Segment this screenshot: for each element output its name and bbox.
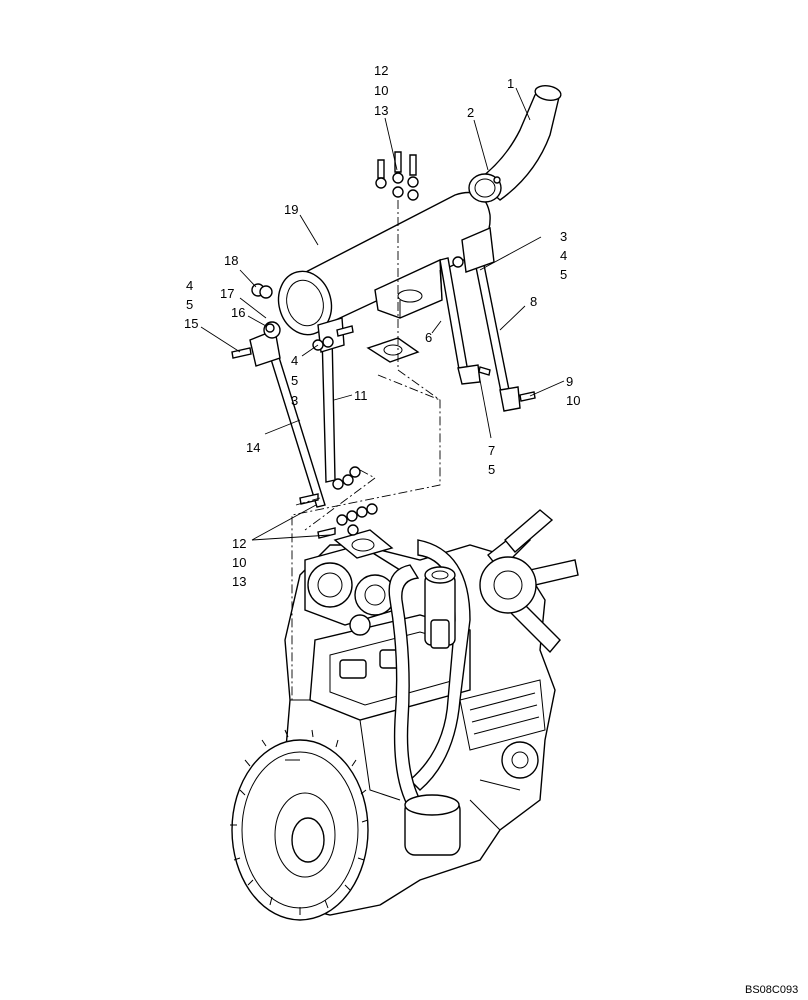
stay-6 [439, 257, 469, 376]
callout-8: 8 [530, 294, 537, 309]
callout-1: 1 [507, 76, 514, 91]
callout-5-lower: 5 [488, 462, 495, 477]
callout-3-right: 3 [560, 229, 567, 244]
callout-4-left: 4 [186, 278, 193, 293]
muffler-assembly [231, 85, 562, 539]
muffler-end [277, 270, 333, 336]
callout-10-bottom: 10 [232, 555, 246, 570]
callout-13-bottom: 13 [232, 574, 246, 589]
callout-17: 17 [220, 286, 234, 301]
callout-12-bottom: 12 [232, 536, 246, 551]
callout-12-top: 12 [374, 63, 388, 78]
engine-assembly [230, 509, 579, 921]
callout-4-right: 4 [560, 248, 567, 263]
callout-5-right: 5 [560, 267, 567, 282]
callout-16: 16 [231, 305, 245, 320]
stay-8 [474, 259, 511, 398]
callout-4-center: 4 [291, 353, 298, 368]
callout-14: 14 [246, 440, 260, 455]
exhaust-gasket [366, 337, 420, 363]
callout-10-right: 10 [566, 393, 580, 408]
callout-7: 7 [488, 443, 495, 458]
callout-6: 6 [425, 330, 432, 345]
callout-5-left: 5 [186, 297, 193, 312]
callout-19: 19 [284, 202, 298, 217]
callout-9: 9 [566, 374, 573, 389]
callout-15: 15 [184, 316, 198, 331]
assembly-phantom-lines [291, 200, 441, 700]
callout-18: 18 [224, 253, 238, 268]
callout-labels: 1 2 12 10 13 19 3 4 5 18 17 16 4 5 15 8 … [184, 63, 580, 589]
pipe-clamp [468, 173, 502, 203]
top-fasteners [375, 151, 419, 201]
drawing-code: BS08C093 [745, 984, 798, 996]
leader-lines [200, 87, 565, 541]
callout-13-top: 13 [374, 103, 388, 118]
callout-10-top: 10 [374, 83, 388, 98]
callout-3-center: 3 [291, 393, 298, 408]
callout-5-center: 5 [291, 373, 298, 388]
callout-11: 11 [354, 388, 368, 403]
callout-2: 2 [467, 105, 474, 120]
stay-11 [321, 332, 336, 483]
